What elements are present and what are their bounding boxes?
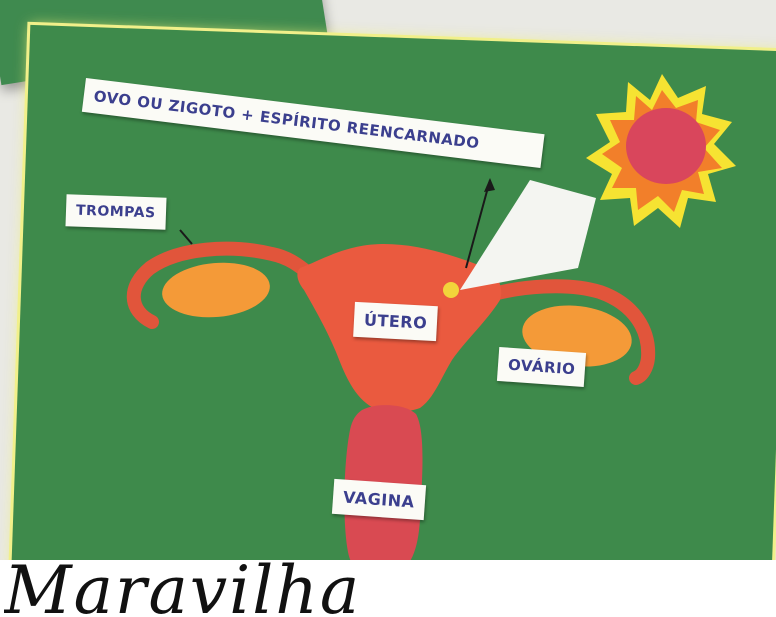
utero-label: ÚTERO (353, 302, 438, 341)
ovario-label: OVÁRIO (497, 347, 587, 387)
trompas-label: TROMPAS (65, 194, 166, 229)
sun-spirit (586, 74, 736, 228)
trompas-arrow (180, 230, 192, 244)
sun-core (626, 108, 706, 184)
zygote-dot (443, 282, 459, 298)
spirit-beam (460, 180, 596, 290)
handwritten-caption: Maravilha (4, 558, 361, 617)
left-ovary (160, 258, 272, 321)
pointer-arrow-head (484, 178, 495, 192)
vagina-label: VAGINA (332, 479, 426, 520)
